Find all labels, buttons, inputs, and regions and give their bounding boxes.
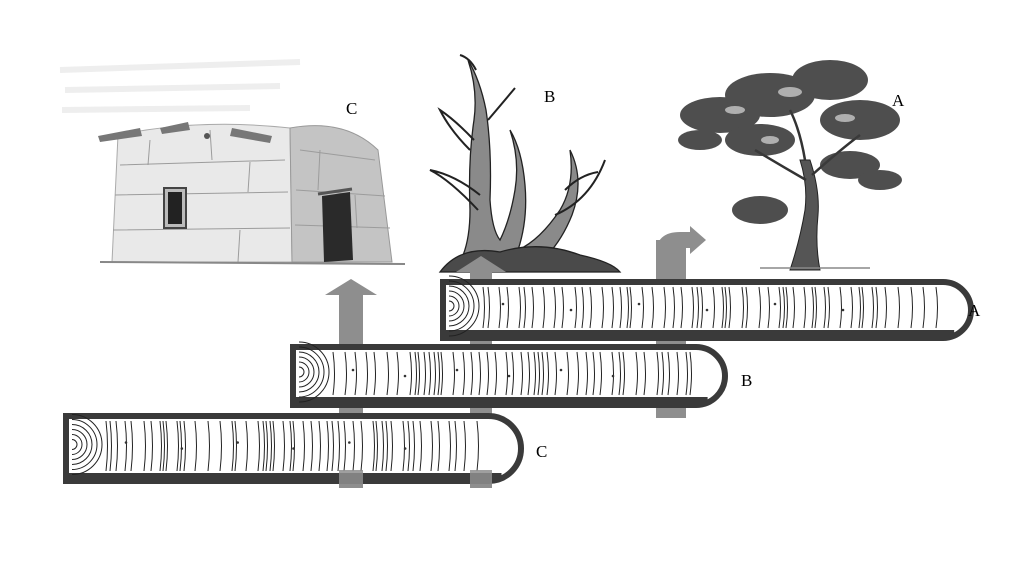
core-sample-a xyxy=(440,275,974,341)
living-tree-label: A xyxy=(892,91,905,110)
core-a-label: A xyxy=(968,301,981,320)
core-sample-b xyxy=(290,341,728,408)
adobe-building-icon xyxy=(59,59,406,265)
dead-tree-icon xyxy=(429,54,622,273)
core-c-label: C xyxy=(536,442,547,461)
building-label: C xyxy=(346,99,357,118)
living-tree-icon xyxy=(678,60,902,271)
core-samples xyxy=(63,275,974,484)
core-sample-c xyxy=(63,413,524,484)
core-b-label: B xyxy=(741,371,752,390)
dead-tree-label: B xyxy=(544,87,555,106)
arrow-overlays xyxy=(339,470,492,488)
